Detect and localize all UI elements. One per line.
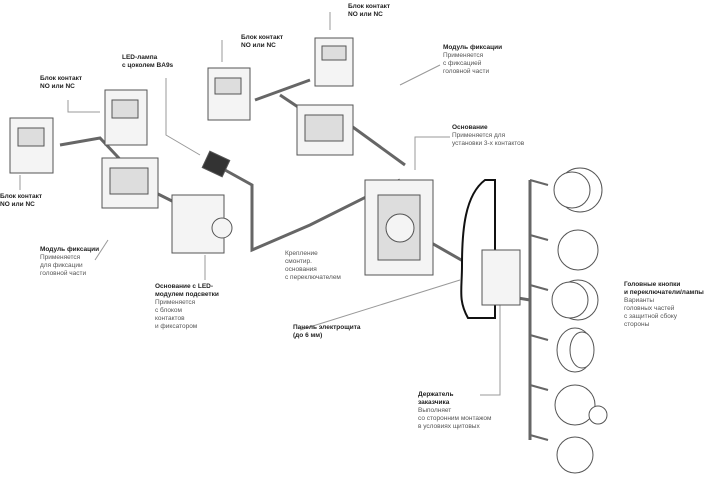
- fix-module-right-icon: [296, 104, 354, 156]
- label-panel: Панель электрощита(до 6 мм): [293, 324, 361, 340]
- components: [9, 37, 608, 474]
- label-title: LED-лампа: [122, 54, 158, 61]
- label-line: Варианты: [624, 297, 655, 304]
- label-line: Крепление: [285, 250, 318, 257]
- label-line: Применяется: [443, 52, 484, 59]
- label-line: Применяется: [40, 254, 81, 261]
- label-title: и переключатели/лампы: [624, 289, 704, 296]
- label-sub: с цоколем BA9s: [122, 62, 174, 69]
- label-title: модулем подсветки: [155, 291, 219, 298]
- contact-block-mid-icon: [207, 67, 251, 121]
- label-title: Модуль фиксации: [443, 44, 503, 51]
- led-base-icon: [171, 194, 233, 254]
- holder-icon: [481, 249, 521, 306]
- base-icon: [364, 179, 434, 276]
- label-line: с переключателем: [285, 274, 341, 281]
- led-lamp-icon: [201, 150, 231, 178]
- label-title: Блок контакт: [0, 193, 43, 200]
- label-line: головной части: [40, 270, 87, 277]
- contact-block-left-icon: [9, 117, 54, 174]
- label-line: Выполняет: [418, 407, 452, 414]
- label-sub: NO или NC: [40, 83, 75, 90]
- leader-lines: [19, 12, 501, 396]
- label-line: основания: [285, 266, 317, 273]
- label-line: смонтир.: [285, 258, 312, 265]
- label-title: Основание с LED-: [155, 283, 214, 290]
- label-line: головной части: [443, 68, 490, 75]
- label-line: с фиксацией: [443, 60, 482, 67]
- label-title: заказчика: [418, 399, 450, 406]
- label-line: и фиксатором: [155, 323, 198, 330]
- label-line: Применяется для: [452, 132, 506, 139]
- label-line: Применяется: [155, 299, 196, 306]
- head-buttons-icon: [551, 167, 608, 474]
- label-sub: NO или NC: [241, 42, 276, 49]
- label-title: Модуль фиксации: [40, 246, 100, 253]
- label-line: головных частей: [624, 305, 675, 312]
- label-line: установки 3-х контактов: [452, 140, 525, 147]
- label-line: контактов: [155, 315, 185, 322]
- label-title: Блок контакт: [241, 34, 284, 41]
- contact-block-left-top-icon: [104, 89, 148, 146]
- label-line: стороны: [624, 321, 650, 328]
- label-line: для фиксации: [40, 262, 83, 269]
- label-line: в условиях щитовых: [418, 423, 480, 430]
- contact-block-top-icon: [314, 37, 354, 87]
- label-title: Блок контакт: [348, 3, 391, 10]
- label-title: Держатель: [418, 391, 454, 398]
- label-title: Головные кнопки: [624, 281, 681, 288]
- label-title: Основание: [452, 124, 488, 131]
- label-line: с защитной сбоку: [624, 313, 678, 320]
- fix-module-left-icon: [101, 157, 159, 209]
- label-title: Панель электрощита: [293, 324, 361, 331]
- label-sub: (до 6 мм): [293, 332, 323, 339]
- label-sub: NO или NC: [348, 11, 383, 18]
- label-title: Блок контакт: [40, 75, 83, 82]
- label-line: со сторонним монтажом: [418, 415, 492, 422]
- label-sub: NO или NC: [0, 201, 35, 208]
- label-line: с блоком: [155, 307, 182, 314]
